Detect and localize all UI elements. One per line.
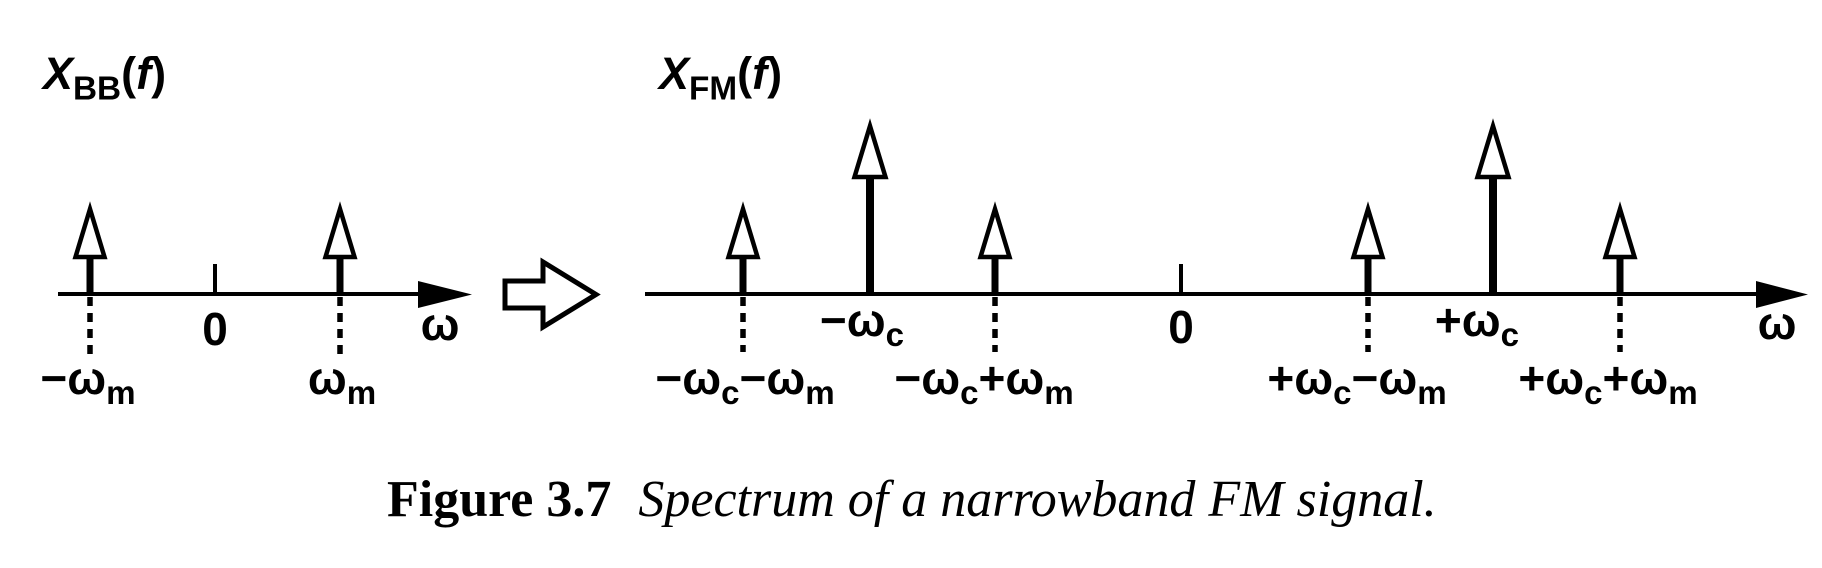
bb-impulse-pos-wm-head-icon [322, 201, 358, 260]
fm-spectrum-title: XFM(f) [659, 51, 782, 106]
fm-label-zero: 0 [1168, 301, 1194, 353]
fm-label-pos-wc-minus-wm: +ωc−ωm [1267, 352, 1447, 412]
fm-label-neg-wc: −ωc [819, 294, 905, 354]
fm-label-pos-wc: +ωc [1434, 294, 1520, 354]
fm-impulse-pos-wc-head-icon [1474, 118, 1512, 180]
bb-label-omega-axis: ω [420, 298, 460, 350]
fm-impulse-pos-wc-plus-wm-head-icon [1602, 201, 1638, 260]
fm-label-pos-wc-plus-wm: +ωc+ωm [1518, 352, 1698, 412]
bb-spectrum-title: XBB(f) [43, 51, 166, 106]
figure-caption-number: Figure 3.7 [387, 471, 612, 528]
fm-label-neg-wc-minus-wm: −ωc−ωm [655, 352, 835, 412]
fm-impulse-pos-wc-minus-wm-head-icon [1350, 201, 1386, 260]
bb-label-zero: 0 [202, 303, 228, 355]
transform-arrow-icon [502, 257, 601, 332]
fm-title-close-paren: ) [767, 48, 783, 99]
bb-label-pos-wm: ωm [307, 352, 377, 412]
figure-caption-text: Spectrum of a narrowband FM signal. [638, 471, 1437, 528]
fm-impulse-neg-wc-head-icon [851, 118, 889, 180]
fm-axis-arrowhead-icon [1756, 281, 1808, 308]
bb-title-open-paren: ( [121, 48, 137, 99]
fm-title-open-paren: ( [737, 48, 753, 99]
bb-impulse-neg-wm-head-icon [72, 201, 108, 260]
bb-axis-arrowhead-icon [418, 281, 472, 308]
figure-caption: Figure 3.7 Spectrum of a narrowband FM si… [387, 474, 1437, 526]
fm-title-subscript: FM [689, 70, 738, 108]
fm-title-symbol: X [659, 48, 690, 99]
bb-title-close-paren: ) [151, 48, 167, 99]
fm-impulse-neg-wc-plus-wm-head-icon [977, 201, 1013, 260]
bb-title-symbol: X [43, 48, 74, 99]
bb-label-neg-wm: −ωm [40, 352, 136, 412]
bb-title-frequency-var: f [136, 48, 152, 99]
fm-label-neg-wc-plus-wm: −ωc+ωm [894, 352, 1074, 412]
fm-title-frequency-var: f [752, 48, 768, 99]
fm-impulse-neg-wc-minus-wm-head-icon [725, 201, 761, 260]
bb-title-subscript: BB [73, 70, 122, 108]
fm-label-omega-axis: ω [1757, 297, 1797, 349]
